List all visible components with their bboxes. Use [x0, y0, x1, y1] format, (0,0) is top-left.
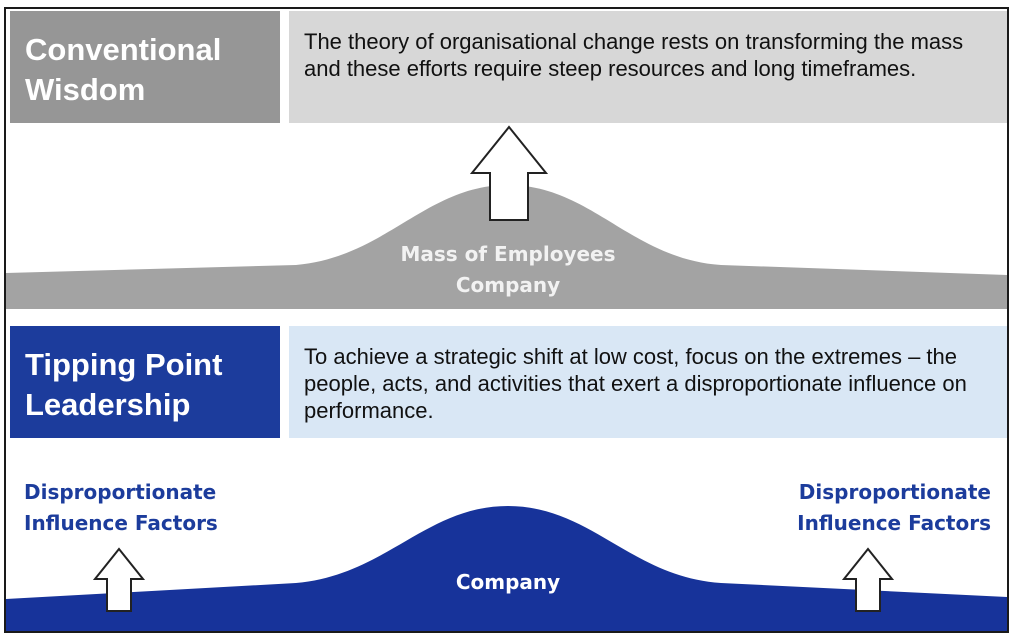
tipping-point-label: Tipping Point Leadership [10, 326, 280, 438]
up-arrow-icon [92, 547, 146, 612]
right-factor-label-line1: Disproportionate [799, 480, 991, 504]
conventional-wisdom-label-line2: Wisdom [25, 72, 146, 107]
up-arrow-icon [841, 547, 895, 612]
conventional-wisdom-label: Conventional Wisdom [10, 11, 280, 123]
tipping-company-label: Company [456, 570, 560, 594]
company-hill-shape [6, 506, 1007, 631]
mass-hill-shape [6, 185, 1007, 309]
diagram-frame: Conventional Wisdom The theory of organi… [4, 7, 1009, 633]
right-factor-label-line2: Influence Factors [797, 511, 991, 535]
tipping-point-label-line1: Tipping Point [25, 347, 223, 382]
mass-of-employees-label: Mass of Employees [400, 242, 615, 266]
tipping-point-label-line2: Leadership [25, 387, 191, 422]
left-factor-label-line2: Influence Factors [24, 511, 218, 535]
up-arrow-icon [469, 125, 549, 221]
tipping-point-description: To achieve a strategic shift at low cost… [289, 326, 1007, 438]
conventional-wisdom-label-line1: Conventional [25, 32, 222, 67]
conventional-company-label: Company [456, 273, 560, 297]
conventional-wisdom-description: The theory of organisational change rest… [289, 11, 1007, 123]
left-factor-label-line1: Disproportionate [24, 480, 216, 504]
diagram-graphics: Mass of Employees Company Company Dispro… [6, 125, 1007, 631]
